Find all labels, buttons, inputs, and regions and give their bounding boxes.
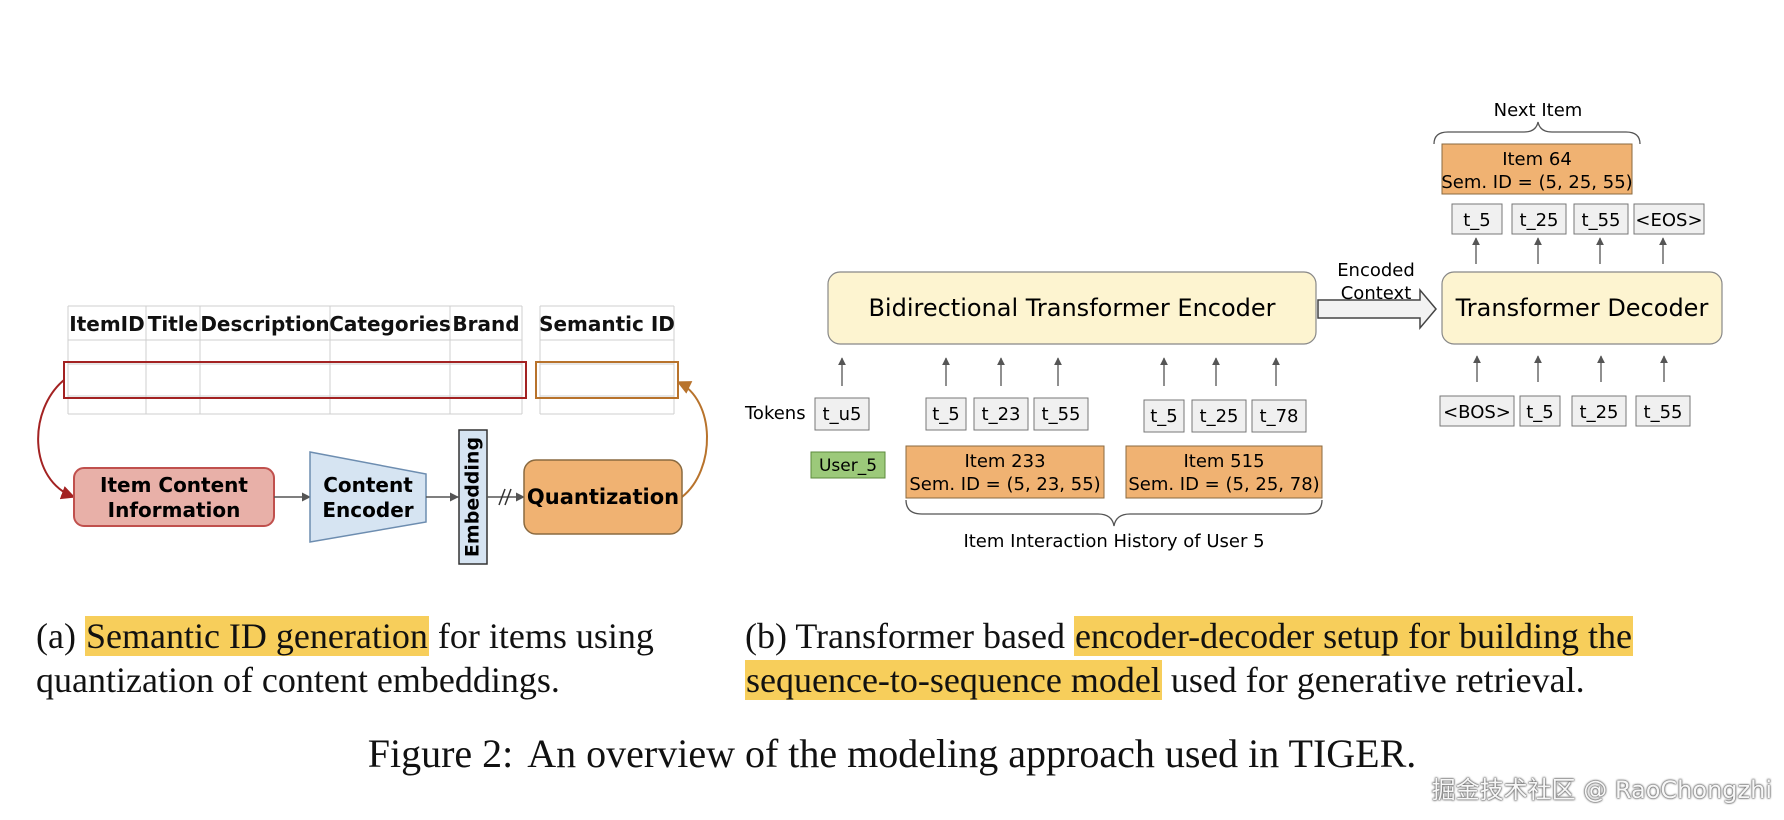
svg-text:t_55: t_55 <box>1042 404 1081 425</box>
svg-text:Bidirectional Transformer Enco: Bidirectional Transformer Encoder <box>868 294 1275 322</box>
item515-tokens: t_5 t_25 t_78 <box>1143 399 1307 433</box>
svg-text:Item Content: Item Content <box>100 473 248 497</box>
svg-text:t_5: t_5 <box>1526 402 1554 423</box>
tiger-diagram: ItemID Title Description Categories Bran… <box>37 100 1723 565</box>
caption-a-highlight: Semantic ID generation <box>84 616 429 656</box>
encoded-context-label-2: Context <box>1341 283 1412 304</box>
svg-text:t_78: t_78 <box>1260 406 1299 427</box>
svg-text:<EOS>: <EOS> <box>1635 210 1702 231</box>
header-description: Description <box>200 312 329 336</box>
svg-text:Item 64: Item 64 <box>1502 149 1572 170</box>
decoder-output-arrows <box>1472 237 1667 264</box>
next-item-label: Next Item <box>1494 100 1583 121</box>
item-233-box: Item 233 Sem. ID = (5, 23, 55) <box>905 445 1105 499</box>
svg-text:Sem. ID = (5, 23, 55): Sem. ID = (5, 23, 55) <box>909 474 1100 495</box>
svg-text:Embedding: Embedding <box>462 437 484 557</box>
caption-b-line2: sequence-to-sequence model used for gene… <box>745 660 1585 700</box>
encoder-input-arrows <box>838 357 1280 386</box>
history-label: Item Interaction History of User 5 <box>963 531 1264 552</box>
encoded-context-arrow <box>1317 287 1437 331</box>
svg-text:t_u5: t_u5 <box>823 404 862 425</box>
svg-text:Content: Content <box>323 473 413 497</box>
transformer-decoder: Transformer Decoder <box>1441 271 1723 345</box>
figure-caption-text: An overview of the modeling approach use… <box>527 731 1417 776</box>
svg-text:Item 233: Item 233 <box>964 451 1045 472</box>
caption-a-line2: quantization of content embeddings. <box>36 660 560 700</box>
quantization-block: Quantization <box>523 459 683 535</box>
svg-text:t_5: t_5 <box>1463 210 1491 231</box>
svg-text:Quantization: Quantization <box>527 485 679 509</box>
header-title: Title <box>148 312 198 336</box>
user-token: t_u5 <box>814 397 870 431</box>
figure-caption: Figure 2: An overview of the modeling app… <box>0 730 1784 777</box>
content-encoder: Content Encoder <box>309 451 427 543</box>
svg-text:Sem. ID = (5, 25, 78): Sem. ID = (5, 25, 78) <box>1128 474 1319 495</box>
tokens-label: Tokens <box>744 403 806 424</box>
bidirectional-encoder: Bidirectional Transformer Encoder <box>827 271 1317 345</box>
caption-a-line1: (a) Semantic ID generation for items usi… <box>36 616 654 656</box>
svg-text:Item 515: Item 515 <box>1183 451 1264 472</box>
svg-text:User_5: User_5 <box>819 456 877 476</box>
svg-text:t_25: t_25 <box>1580 402 1619 423</box>
item233-tokens: t_5 t_23 t_55 <box>925 397 1089 431</box>
header-semantic-id: Semantic ID <box>539 312 675 336</box>
decoder-output-tokens: t_5 t_25 t_55 <EOS> <box>1451 203 1705 235</box>
stop-gradient-mark <box>498 488 512 506</box>
watermark: 掘金技术社区 @ RaoChongzhi <box>1431 776 1772 804</box>
svg-text:t_55: t_55 <box>1582 210 1621 231</box>
svg-text:<BOS>: <BOS> <box>1443 402 1511 423</box>
figure-label: Figure 2: <box>367 731 514 776</box>
item-content-information: Item Content Information <box>73 467 275 527</box>
header-itemid: ItemID <box>69 312 144 336</box>
item-64-box: Item 64 Sem. ID = (5, 25, 55) <box>1441 143 1633 195</box>
caption-b-highlight-2: sequence-to-sequence model <box>745 660 1162 700</box>
table-headers: ItemID Title Description Categories Bran… <box>69 312 675 336</box>
selected-row-outline <box>63 361 527 399</box>
history-brace <box>905 499 1323 527</box>
encoded-context-label-1: Encoded <box>1337 260 1415 281</box>
item-table: ItemID Title Description Categories Bran… <box>63 305 679 415</box>
header-categories: Categories <box>329 312 451 336</box>
svg-text:t_23: t_23 <box>982 404 1021 425</box>
svg-text:t_25: t_25 <box>1200 406 1239 427</box>
decoder-input-arrows <box>1473 355 1668 382</box>
caption-b-highlight-1: encoder-decoder setup for building the <box>1073 616 1634 656</box>
svg-text:t_5: t_5 <box>932 404 960 425</box>
svg-text:t_5: t_5 <box>1150 406 1178 427</box>
item-515-box: Item 515 Sem. ID = (5, 25, 78) <box>1125 445 1323 499</box>
next-item-brace <box>1433 121 1641 145</box>
embedding-vector: Embedding <box>458 429 488 565</box>
svg-text:Sem. ID = (5, 25, 55): Sem. ID = (5, 25, 55) <box>1441 172 1632 193</box>
svg-text:Transformer Decoder: Transformer Decoder <box>1455 294 1709 322</box>
semantic-id-outline <box>535 361 679 399</box>
decoder-input-tokens: <BOS> t_5 t_25 t_55 <box>1439 395 1691 427</box>
svg-text:Encoder: Encoder <box>322 498 413 522</box>
svg-text:t_55: t_55 <box>1644 402 1683 423</box>
caption-b-line1: (b) Transformer based encoder-decoder se… <box>745 616 1634 656</box>
svg-text:Information: Information <box>108 498 241 522</box>
svg-text:t_25: t_25 <box>1520 210 1559 231</box>
row-to-content-arrow <box>37 379 76 500</box>
quantization-to-id-arrow <box>676 381 708 498</box>
header-brand: Brand <box>452 312 519 336</box>
user-5-box: User_5 <box>810 451 886 479</box>
